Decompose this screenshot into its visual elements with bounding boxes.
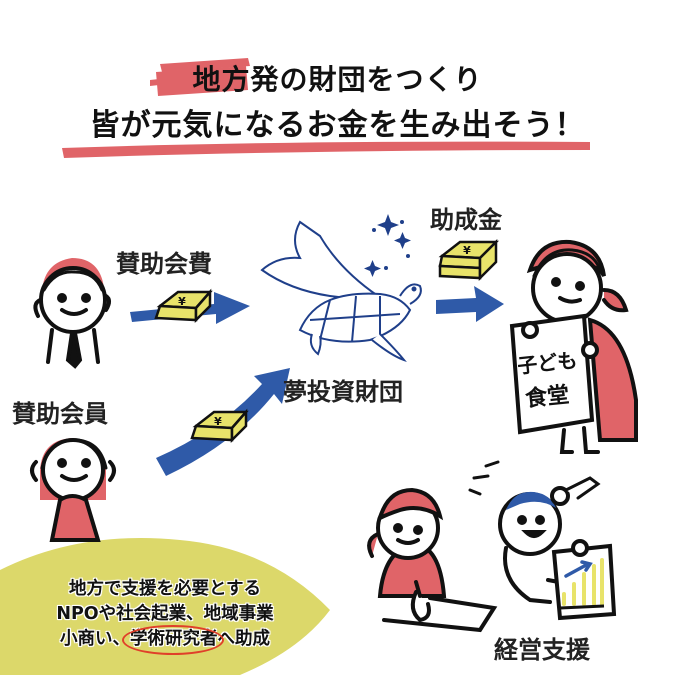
svg-text:¥: ¥ bbox=[463, 244, 471, 257]
circled-academic-researchers: 学術研究者 bbox=[122, 625, 223, 655]
sparkle-icons bbox=[364, 214, 411, 277]
supporting-member-label: 賛助会員 bbox=[12, 400, 108, 428]
svg-text:¥: ¥ bbox=[214, 415, 222, 428]
money-bundle-grant: ¥ bbox=[438, 238, 500, 282]
grant-label: 助成金 bbox=[430, 206, 502, 234]
headline-highlight: 地方発 bbox=[192, 63, 280, 96]
svg-text:¥: ¥ bbox=[178, 295, 186, 308]
note-line-3-after: へ助成 bbox=[217, 629, 271, 649]
growth-chart-icon bbox=[562, 558, 604, 606]
sign-text-line2: 食堂 bbox=[524, 382, 570, 412]
note-line-3-before: 小商い、 bbox=[60, 629, 130, 649]
headline-brush-strokes bbox=[62, 58, 590, 158]
girl-with-sign-figure bbox=[509, 239, 638, 454]
headline-line-1: 地方発の財団をつくり bbox=[0, 58, 675, 98]
grant-recipients-note: 地方で支援を必要とする NPOや社会起業、地域事業 小商い、学術研究者へ助成 bbox=[10, 577, 320, 655]
money-bundle-1: ¥ bbox=[154, 288, 213, 324]
foundation-label: 夢投資財団 bbox=[283, 378, 403, 406]
winged-turtle-logo bbox=[260, 220, 422, 363]
membership-fee-label: 賛助会費 bbox=[116, 250, 212, 278]
supporting-member-figure bbox=[30, 438, 116, 542]
arrow-grant bbox=[436, 286, 504, 322]
management-support-label: 経営支援 bbox=[494, 636, 590, 664]
management-support-scene bbox=[367, 460, 617, 633]
note-blob bbox=[0, 538, 330, 675]
note-line-1: 地方で支援を必要とする bbox=[69, 579, 261, 599]
note-line-2: NPOや社会起業、地域事業 bbox=[56, 604, 274, 624]
money-bundle-2: ¥ bbox=[190, 408, 249, 444]
businessman-figure bbox=[33, 258, 111, 369]
note-line-3: 小商い、学術研究者へ助成 bbox=[10, 625, 320, 655]
headline-line-1-rest: の財団をつくり bbox=[279, 63, 483, 96]
growth-arrow-icon bbox=[564, 560, 593, 578]
headline-line-2: 皆が元気になるお金を生み出そう！ bbox=[89, 108, 586, 143]
